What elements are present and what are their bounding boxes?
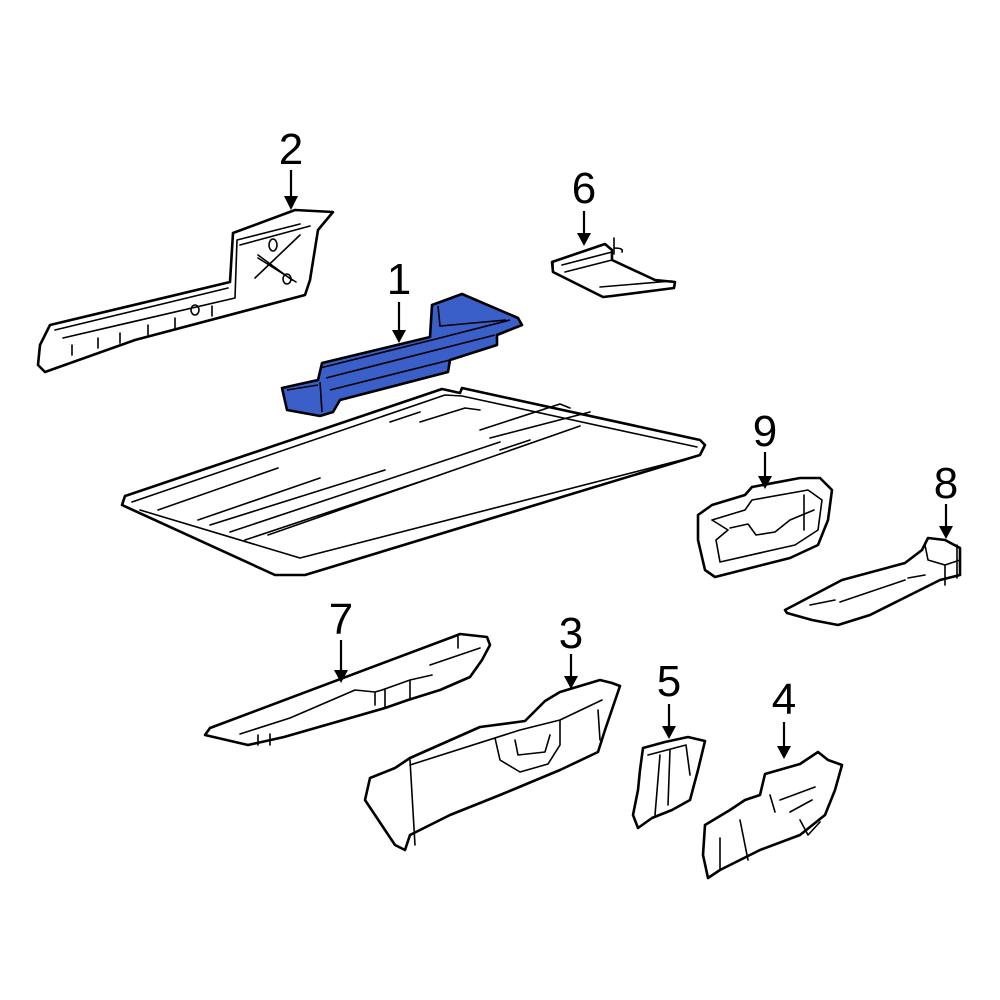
callout-5[interactable]: 5 bbox=[656, 657, 682, 706]
callout-8[interactable]: 8 bbox=[933, 459, 959, 508]
callout-1[interactable]: 1 bbox=[386, 255, 412, 304]
part-9-panel[interactable] bbox=[696, 476, 834, 579]
part-4-panel[interactable] bbox=[701, 750, 844, 880]
floor-pan bbox=[120, 386, 707, 577]
callout-7[interactable]: 7 bbox=[328, 595, 354, 644]
part-2-rail[interactable] bbox=[36, 208, 335, 374]
part-5-bracket[interactable] bbox=[631, 735, 707, 830]
callout-6[interactable]: 6 bbox=[571, 164, 597, 213]
callout-3[interactable]: 3 bbox=[558, 609, 584, 658]
callout-9[interactable]: 9 bbox=[752, 407, 778, 456]
callout-4[interactable]: 4 bbox=[771, 675, 797, 724]
part-7-rail[interactable] bbox=[203, 632, 492, 747]
part-8-bracket[interactable] bbox=[783, 536, 962, 627]
part-3-panel[interactable] bbox=[363, 678, 622, 852]
callout-2[interactable]: 2 bbox=[278, 125, 304, 174]
callout-arrows bbox=[284, 170, 953, 759]
part-1-highlighted[interactable] bbox=[280, 292, 524, 418]
part-6-bracket[interactable] bbox=[550, 237, 677, 299]
